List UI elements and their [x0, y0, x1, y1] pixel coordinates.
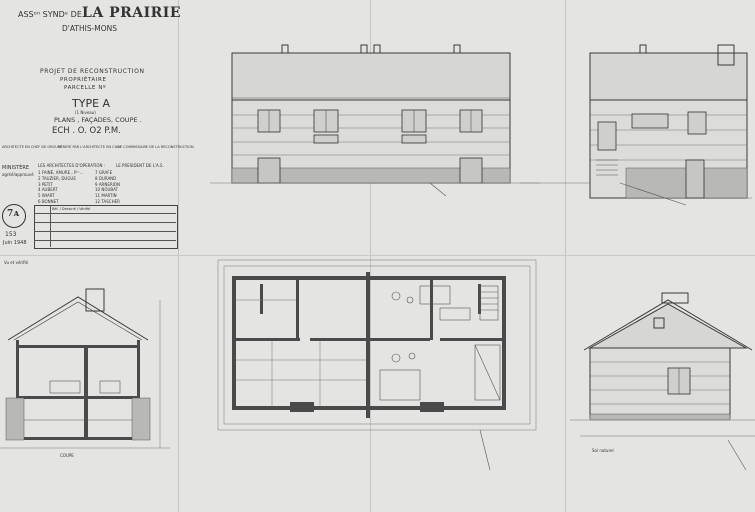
balcony-rail [313, 134, 339, 144]
project-line: PROJET DE RECONSTRUCTION [40, 68, 145, 75]
architect-entry: 1 FAINÉ, AMURE , Pᵉˢ... [38, 170, 84, 175]
sheet-number: 7ᴀ [7, 209, 20, 219]
architect-entry: 7 GRAFE [95, 170, 113, 175]
sheet-number-circle [2, 204, 26, 228]
chimney [639, 44, 647, 54]
balcony-rail [401, 134, 427, 144]
chimney [717, 44, 735, 66]
type-label: TYPE A [72, 97, 111, 110]
ministry-sub: agréé/approuvé [2, 172, 34, 177]
location: D'ATHIS-MONS [62, 24, 118, 33]
cross-section [0, 288, 170, 449]
floor-plan [217, 259, 537, 471]
ground-label: Sol naturel [592, 448, 614, 453]
architects-header: LES ARCHITECTES D'OPERATION : [38, 163, 106, 168]
ref-table-rule [50, 205, 51, 247]
gable-elevation [570, 292, 755, 471]
stairs [596, 159, 618, 176]
architect-entry: 2 TAUZIER, DUGUE [38, 175, 76, 181]
architect-entry: 10 NOUBAT [95, 187, 119, 193]
architect-list-left: 1 FAINÉ, AMURE , Pᵉˢ... 2 TAUZIER, DUGUE… [38, 170, 83, 205]
section-label: COUPE [60, 453, 74, 458]
architect-entry: 4 AUBERT [38, 187, 58, 193]
chimney [281, 44, 289, 54]
ministry-label: MINISTÈRE [2, 165, 30, 171]
project-line: PARCELLE Nº [64, 85, 107, 91]
scale: ECH . O. O2 P.M. [52, 126, 121, 136]
chimney [661, 292, 689, 304]
door [685, 159, 705, 199]
architect-label: ARCHITECTE EN CHEF DE GROUPE [2, 145, 63, 149]
roof [231, 52, 511, 101]
project-line: PROPRIÉTAIRE [60, 77, 107, 83]
type-note: (1 Niveau) [75, 110, 96, 115]
architect-list-right: 7 GRAFE 8 DURAND 9 ARNERION 10 NOUBAT 11… [95, 170, 120, 205]
fold-line [178, 0, 179, 512]
chimney [373, 44, 381, 54]
door [257, 157, 281, 184]
ref-table [34, 205, 178, 249]
vent [653, 317, 665, 329]
ref-table-rule [34, 213, 176, 214]
chimney [453, 44, 461, 54]
verified-label: VÉRIFIÉ PAR L'ARCHITECTE EN CHEF [58, 145, 122, 149]
counter [49, 380, 81, 394]
architect-entry: 5 WIART [38, 193, 55, 199]
fold-line [565, 0, 566, 512]
architect-entry: 8 DURAND [95, 175, 117, 181]
side-note: Vu et vérifié [4, 260, 29, 265]
side-facade [520, 44, 752, 206]
architect-entry: 12 TASCHER [95, 198, 120, 204]
architect-entry: 11 MARTIN [95, 193, 117, 199]
association-name: LA PRAIRIE [82, 5, 182, 21]
ref-table-header: Réf. / Dessiné / Vérifié [52, 207, 91, 211]
window [687, 111, 707, 135]
commissioner-label: LE COMMISSAIRE DE LA RECONSTRUCTION [118, 145, 194, 149]
sheet-subtitle: PLANS , FAÇADES, COUPE . [54, 116, 142, 124]
ref-table-rule [34, 231, 176, 232]
chimney [360, 44, 368, 54]
president-header: LE PRESIDENT DE L'A.S. [116, 163, 164, 168]
architect-entry: 3 PETIT [38, 181, 53, 187]
chimney [85, 288, 105, 312]
front-facade [210, 44, 540, 197]
architect-entry: 6 BONNET [38, 198, 59, 204]
fold-line [0, 255, 755, 256]
ref-number: 153 [5, 231, 17, 238]
date: Juin 1948 [3, 240, 27, 246]
architect-entry: 9 ARNERION [95, 181, 120, 187]
association-line: ASSᵒⁿ SYNDᵉ DE [18, 10, 82, 19]
ref-table-rule [34, 222, 176, 223]
ref-table-rule [34, 240, 176, 241]
window [597, 121, 617, 151]
window [631, 113, 669, 129]
roof [589, 52, 748, 101]
door [459, 157, 483, 184]
title-block: ASSᵒⁿ SYNDᵉ DE LA PRAIRIE D'ATHIS-MONS P… [0, 0, 194, 265]
fold-line [370, 0, 371, 512]
